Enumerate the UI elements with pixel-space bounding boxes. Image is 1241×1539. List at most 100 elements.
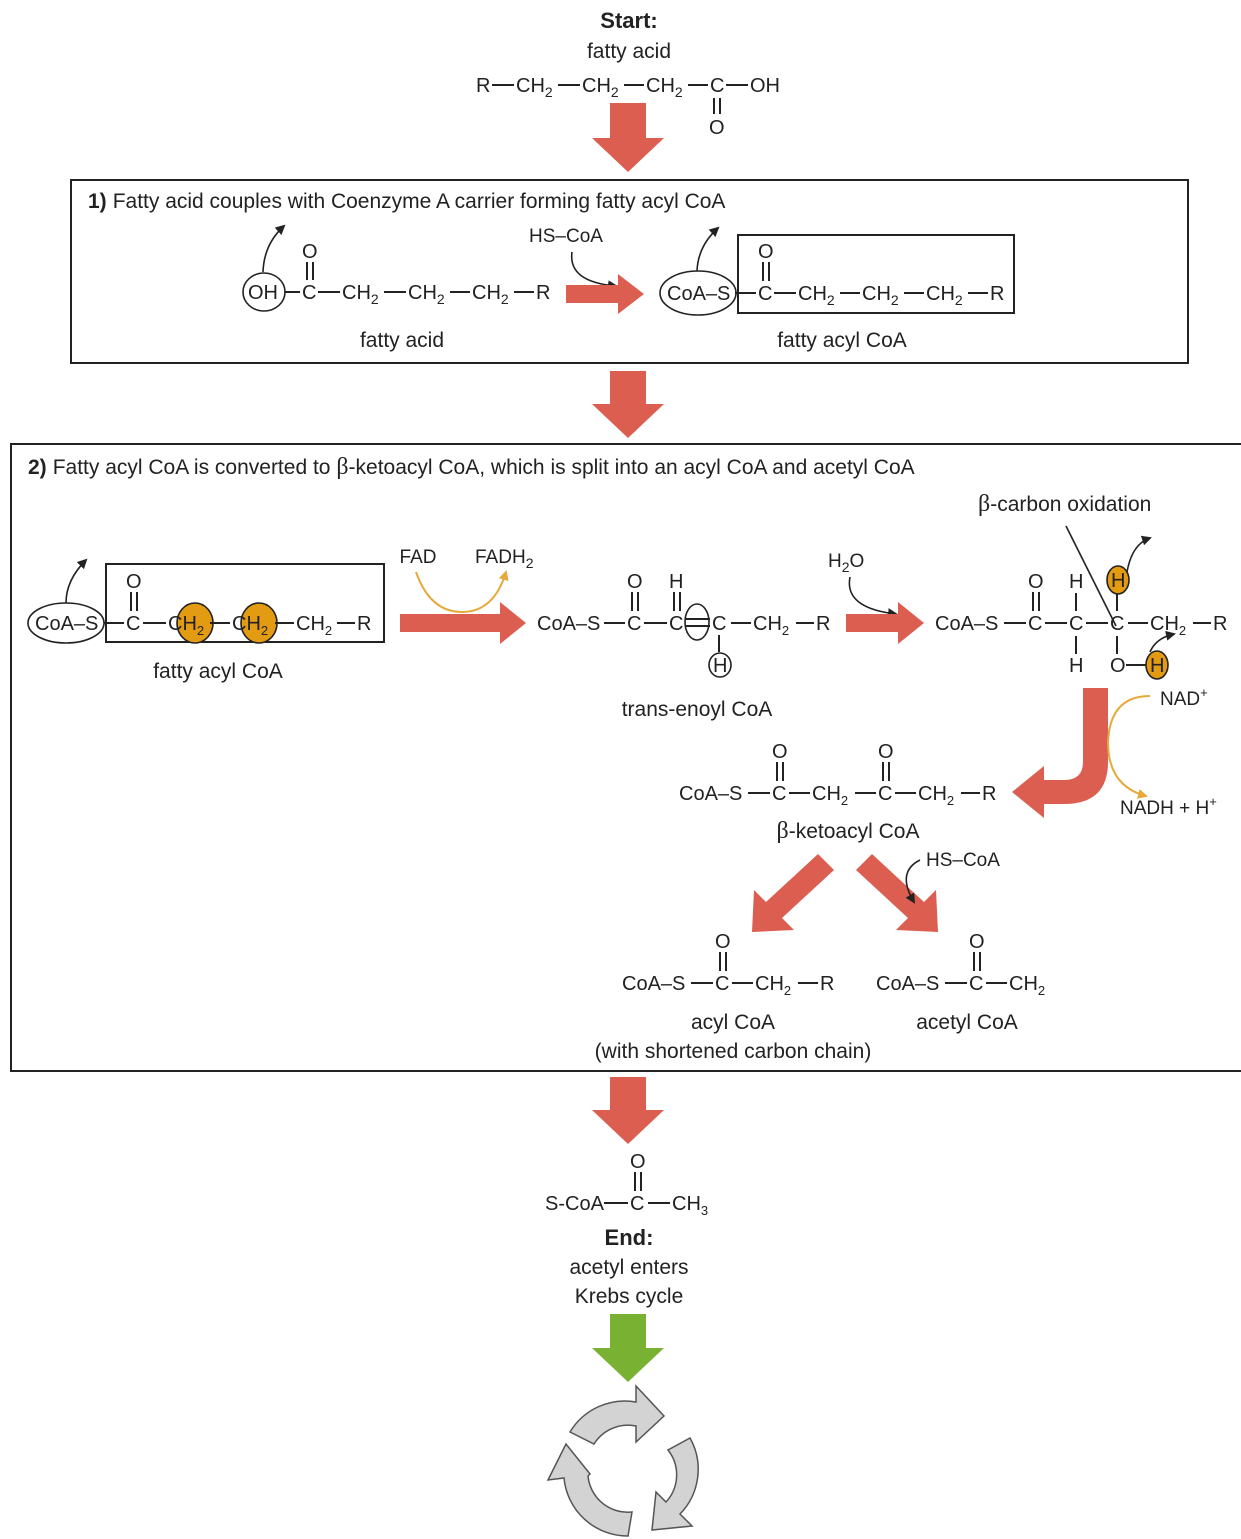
svg-text:O: O xyxy=(627,571,643,593)
step2-dehydrogenation-arrow xyxy=(400,602,526,644)
enoyl-label: trans-enoyl CoA xyxy=(622,698,773,721)
step2-reagent-curve xyxy=(905,859,921,904)
svg-text:CH2: CH2 xyxy=(926,283,963,308)
beta-carbon-pointer xyxy=(1065,525,1117,627)
svg-text:H: H xyxy=(669,571,683,593)
svg-text:R: R xyxy=(1213,613,1227,635)
svg-text:O: O xyxy=(1028,571,1044,593)
step1-fatty-acyl-coa-structure: CoA–S C O CH2 CH2 CH2 R xyxy=(659,226,1015,316)
svg-text:CoA–S: CoA–S xyxy=(935,613,998,635)
step1-fatty-acid-structure: OH C O CH2 CH2 CH2 R xyxy=(242,224,550,312)
nad-curve-arrow xyxy=(1106,695,1151,799)
svg-text:O: O xyxy=(969,931,985,953)
fad-curve-arrow xyxy=(415,570,509,614)
svg-text:C: C xyxy=(126,613,140,635)
step2-title: 2)Fatty acyl CoA is converted to β-ketoa… xyxy=(28,454,915,480)
svg-text:CH2: CH2 xyxy=(232,613,268,638)
svg-text:CH2: CH2 xyxy=(798,283,835,308)
step1-product-label: fatty acyl CoA xyxy=(777,329,907,352)
svg-text:C: C xyxy=(302,282,316,304)
svg-text:R: R xyxy=(357,613,371,635)
svg-text:CoA–S: CoA–S xyxy=(622,973,685,995)
acyl-coa-structure: CoA–S C O CH2 R xyxy=(622,931,834,998)
arrow-step1-to-step2 xyxy=(592,371,664,438)
svg-text:O: O xyxy=(878,741,894,763)
svg-text:C: C xyxy=(710,75,724,97)
svg-text:O: O xyxy=(630,1151,646,1173)
water-curve-arrow xyxy=(848,576,898,619)
svg-text:S-CoA: S-CoA xyxy=(545,1193,605,1215)
svg-text:C: C xyxy=(712,613,726,635)
svg-text:O: O xyxy=(302,241,318,263)
svg-text:CH2: CH2 xyxy=(342,282,379,307)
step1-panel xyxy=(70,179,1189,364)
svg-text:CH2: CH2 xyxy=(918,783,954,808)
end-line2: Krebs cycle xyxy=(575,1285,684,1308)
step2-reactant-label: fatty acyl CoA xyxy=(153,660,283,683)
svg-text:CH2: CH2 xyxy=(862,283,899,308)
svg-text:CoA–S: CoA–S xyxy=(876,973,939,995)
end-line1: acetyl enters xyxy=(569,1256,688,1279)
arrow-to-krebs-cycle xyxy=(592,1314,664,1382)
acetyl-coa-label: acetyl CoA xyxy=(916,1011,1018,1034)
split-arrow-left xyxy=(752,854,834,932)
svg-text:CH2: CH2 xyxy=(1009,973,1045,998)
nadh-label: NADH + H+ xyxy=(1120,794,1217,819)
svg-text:CH2: CH2 xyxy=(516,75,553,100)
step1-reactant-label: fatty acid xyxy=(360,329,444,352)
acyl-coa-label: acyl CoA xyxy=(691,1011,775,1034)
svg-text:CH3: CH3 xyxy=(672,1193,708,1218)
svg-text:O: O xyxy=(709,117,725,139)
svg-text:O: O xyxy=(758,241,774,263)
hydroxyacyl-coa-structure: CoA–S C O C H H C H O H CH2 R xyxy=(935,535,1227,680)
svg-text:C: C xyxy=(772,783,786,805)
svg-text:C: C xyxy=(1028,613,1042,635)
ketoacyl-coa-structure: CoA–S C O CH2 C O CH2 R xyxy=(679,741,996,808)
svg-text:C: C xyxy=(1110,613,1124,635)
svg-text:R: R xyxy=(476,75,490,97)
step2-panel xyxy=(10,443,1241,1072)
water-label: H2O xyxy=(828,551,864,575)
start-fatty-acid-structure: R CH2 CH2 CH2 C OH O xyxy=(476,75,780,139)
start-subtitle: fatty acid xyxy=(587,40,671,63)
svg-text:H: H xyxy=(1069,571,1083,593)
svg-text:H: H xyxy=(1150,655,1164,677)
ketoacyl-label: β-ketoacyl CoA xyxy=(777,818,920,844)
step2-reagent-hs-coa: HS–CoA xyxy=(926,850,1000,871)
arrow-start-to-step1 xyxy=(592,103,664,172)
svg-text:H: H xyxy=(713,655,727,677)
svg-text:CoA–S: CoA–S xyxy=(35,613,98,635)
svg-text:R: R xyxy=(816,613,830,635)
svg-text:O: O xyxy=(772,741,788,763)
split-arrow-right xyxy=(856,854,938,932)
start-heading: Start: xyxy=(600,8,657,33)
svg-text:O: O xyxy=(126,571,142,593)
svg-text:CH2: CH2 xyxy=(472,282,509,307)
acetyl-coa-structure: CoA–S C O CH2 xyxy=(876,931,1045,998)
svg-text:CH2: CH2 xyxy=(755,973,791,998)
svg-text:OH: OH xyxy=(750,75,780,97)
krebs-cycle-icon xyxy=(546,1384,699,1537)
svg-text:CoA–S: CoA–S xyxy=(537,613,600,635)
beta-carbon-oxidation-label: β-carbon oxidation xyxy=(978,491,1151,517)
svg-text:CH2: CH2 xyxy=(753,613,789,638)
svg-text:C: C xyxy=(878,783,892,805)
step1-title: 1)Fatty acid couples with Coenzyme A car… xyxy=(88,190,725,213)
svg-text:CH2: CH2 xyxy=(1150,613,1186,638)
svg-text:R: R xyxy=(820,973,834,995)
step2-fatty-acyl-coa-structure: CoA–S C O CH2 CH2 CH2 R xyxy=(27,558,385,644)
svg-text:C: C xyxy=(627,613,641,635)
nad-label: NAD+ xyxy=(1160,685,1208,710)
end-heading: End: xyxy=(605,1225,654,1250)
svg-text:CH2: CH2 xyxy=(582,75,619,100)
svg-text:C: C xyxy=(969,973,983,995)
svg-text:CH2: CH2 xyxy=(646,75,683,100)
svg-text:C: C xyxy=(669,613,683,635)
step2-oxidation-arrow xyxy=(1012,688,1108,818)
fadh2-label: FADH2 xyxy=(475,547,534,571)
svg-text:CH2: CH2 xyxy=(168,613,204,638)
svg-text:H: H xyxy=(1111,570,1125,592)
svg-text:H: H xyxy=(1069,655,1083,677)
svg-text:CH2: CH2 xyxy=(296,613,332,638)
